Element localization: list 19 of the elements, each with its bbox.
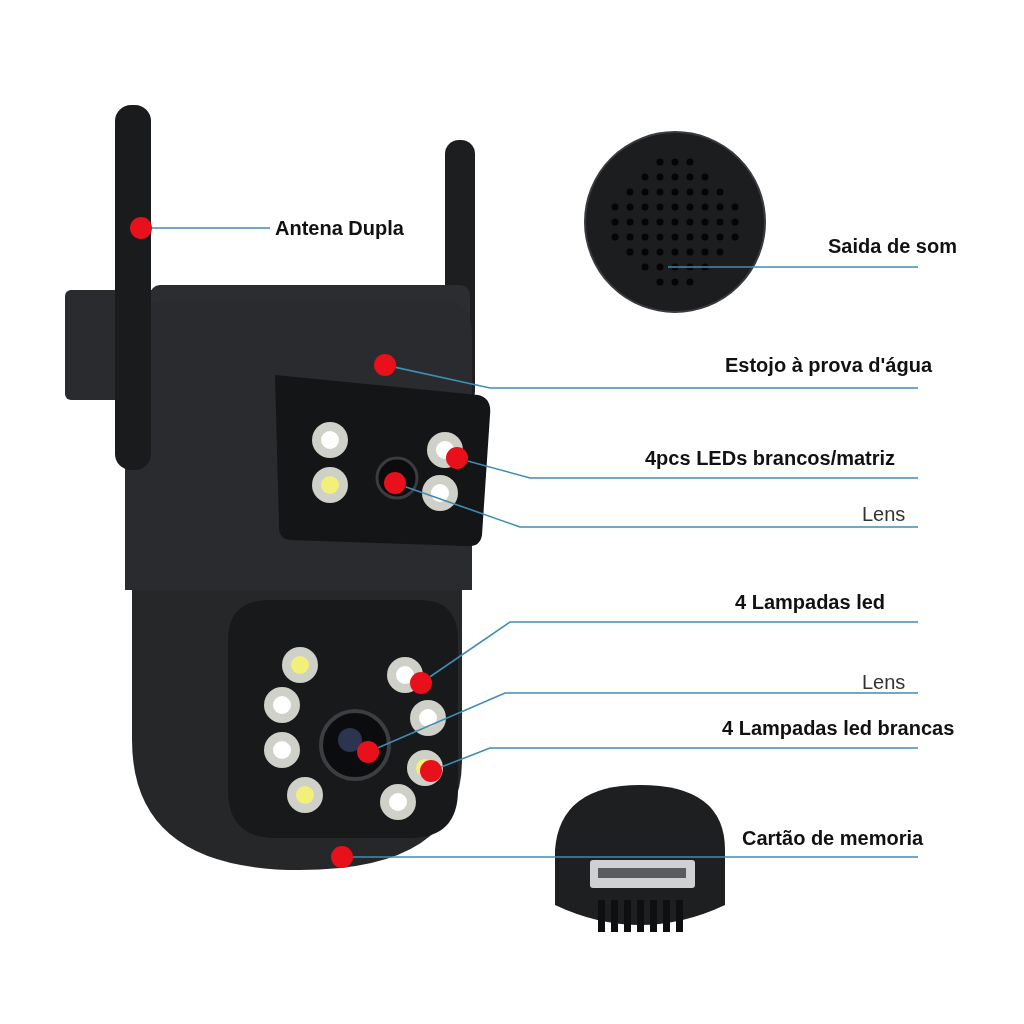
callout-label: Lens bbox=[862, 670, 906, 694]
callout-label: 4pcs LEDs brancos/matriz bbox=[645, 446, 896, 470]
leader-line bbox=[466, 460, 919, 479]
callout-label: 4 Lampadas led bbox=[735, 590, 886, 614]
leader-line bbox=[377, 692, 919, 749]
leader-line bbox=[394, 366, 919, 389]
callout-label: Lens bbox=[862, 502, 906, 526]
callout-label: Cartão de memoria bbox=[742, 826, 924, 850]
leader-line bbox=[151, 227, 271, 229]
leader-line bbox=[429, 621, 919, 678]
leader-line bbox=[404, 485, 919, 528]
callout-label: 4 Lampadas led brancas bbox=[722, 716, 955, 740]
callout-label: Saida de som bbox=[828, 234, 957, 258]
leader-line bbox=[352, 856, 919, 858]
leader-line bbox=[667, 266, 919, 268]
leader-line bbox=[440, 747, 919, 768]
speaker-grille-picture bbox=[584, 131, 766, 313]
callout-label: Antena Dupla bbox=[275, 216, 404, 240]
callout-label: Estojo à prova d'água bbox=[725, 353, 933, 377]
